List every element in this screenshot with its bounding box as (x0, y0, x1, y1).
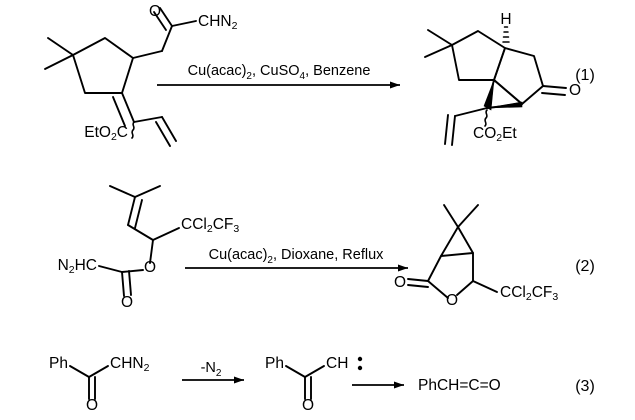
eq1-reactant-ester-label: EtO2C (84, 124, 128, 143)
eq3-intermediate-phenyl-label: Ph (265, 355, 284, 372)
eq2-product-carbonyl-oxygen-label: O (394, 274, 406, 291)
eq1-product-wavy-bond (484, 109, 488, 127)
eq2-product-skeleton (407, 204, 498, 299)
eq1-product-hash-wedge-h (502, 26, 510, 43)
eq3-number-label: (3) (575, 378, 595, 395)
eq1-number-label: (1) (575, 67, 595, 84)
eq2-reactant-ester-oxygen-label: O (144, 259, 156, 276)
eq2-product-ring-oxygen-label: O (446, 292, 458, 309)
eq3-reactant-phenyl-label: Ph (49, 355, 68, 372)
eq2-reactant-diazo-label: N2HC (58, 257, 97, 276)
eq2-reactant-side-chain-label: CCl2CF3 (181, 216, 239, 235)
eq3-carbene-lone-pair-dot-bottom (357, 365, 363, 371)
eq1-reactant-wavy-bond (131, 121, 135, 139)
eq2-product-side-chain-label: CCl2CF3 (500, 284, 558, 303)
eq2-reagents-label: Cu(acac)2, Dioxane, Reflux (209, 247, 385, 266)
eq3-reactant-carbonyl-oxygen-label: O (86, 397, 98, 414)
eq3-carbene-lone-pair-dot-top (357, 356, 363, 362)
eq3-product-ketene-label: PhCH=C=O (418, 377, 501, 394)
eq1-product-vinyl (444, 107, 488, 146)
eq3-intermediate-carbonyl-oxygen-label: O (302, 397, 314, 414)
eq1-reactant-diazo-label: CHN2 (198, 13, 238, 32)
eq3-reagents-label: -N2 (201, 360, 222, 379)
eq1-reaction-arrow (157, 81, 400, 89)
eq3-reactant-diazo-label: CHN2 (110, 355, 150, 374)
eq2-number-label: (2) (575, 258, 595, 275)
eq1-product-cyclopropane-wedge-b (486, 101, 523, 109)
eq1-product-hydrogen-label: H (500, 11, 511, 28)
eq3-intermediate-skeleton (285, 365, 325, 400)
eq1-reagents-label: Cu(acac)2, CuSO4, Benzene (188, 63, 371, 82)
eq3-arrow-loss-of-nitrogen (182, 376, 244, 384)
eq1-reactant-carbonyl-oxygen-label: O (149, 3, 161, 20)
eq1-reactant-skeleton (44, 7, 197, 147)
eq1-product-ketone-oxygen-label: O (569, 82, 581, 99)
eq3-rearrangement-arrow (352, 381, 404, 389)
eq2-reaction-arrow (185, 264, 408, 272)
eq3-intermediate-carbene-label: CH (326, 355, 348, 372)
eq1-product-ester-label: CO2Et (473, 125, 517, 144)
eq2-reactant-carbonyl-oxygen-label: O (121, 294, 133, 311)
eq1-product-skeleton (424, 29, 567, 109)
eq2-reactant-skeleton (98, 185, 180, 297)
eq3-reactant-skeleton (69, 365, 109, 400)
